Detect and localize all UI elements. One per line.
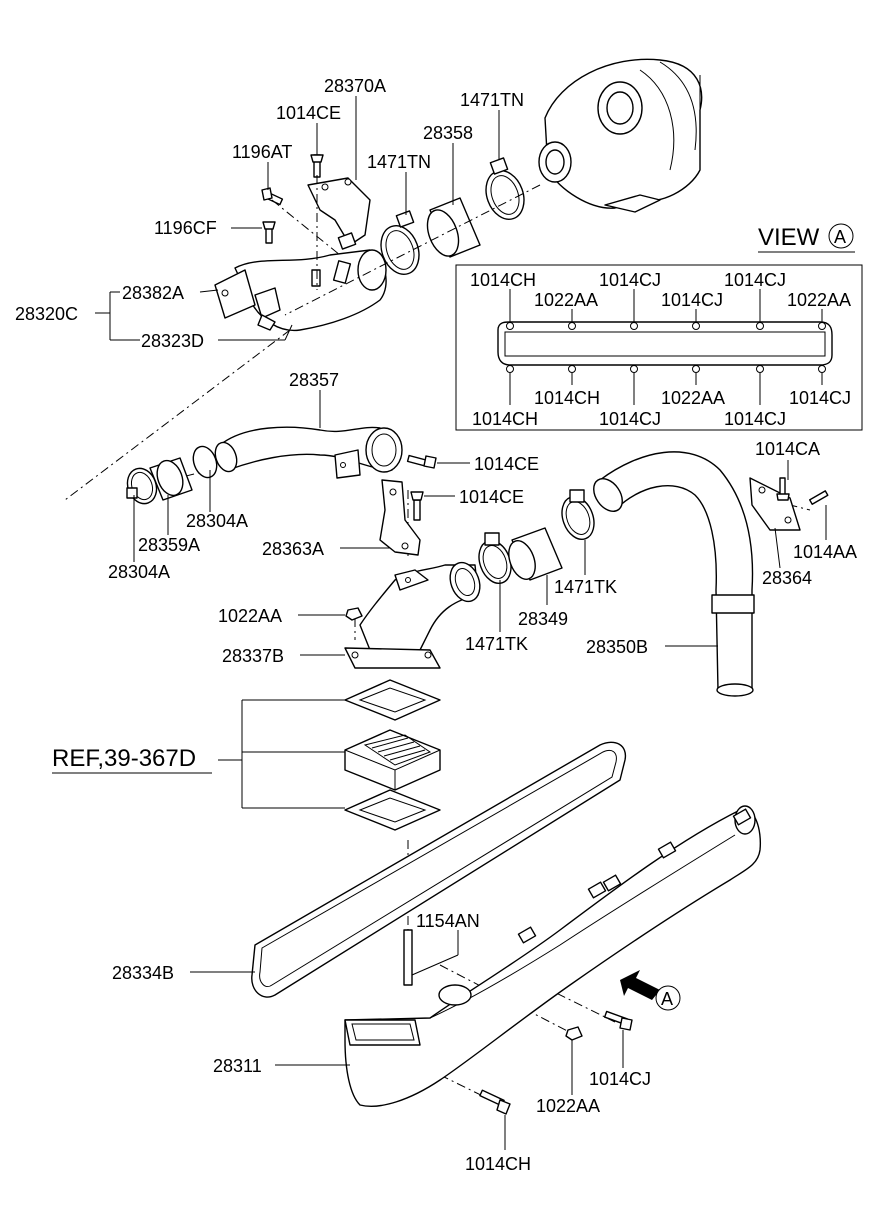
- elbow-28337B: [344, 489, 595, 669]
- view-title: VIEW: [758, 224, 820, 251]
- view-callout: 1014CJ: [599, 270, 661, 290]
- callout-1014CE: 1014CE: [459, 487, 524, 507]
- turbocharger: [538, 58, 703, 213]
- callout-1014AA: 1014AA: [793, 542, 857, 562]
- callout-28350B: 28350B: [586, 637, 648, 657]
- view-callout: 1014CJ: [724, 270, 786, 290]
- callout-28349: 28349: [518, 609, 568, 629]
- view-callout: 1014CH: [472, 409, 538, 429]
- view-callout: 1022AA: [787, 290, 851, 310]
- view-marker: A: [834, 227, 846, 247]
- view-callout: 1014CJ: [661, 290, 723, 310]
- manifold-gasket-28334B: [251, 741, 627, 998]
- intake-manifold-28311: [344, 805, 762, 1115]
- callout-28304A: 28304A: [108, 562, 170, 582]
- callout-1471TK: 1471TK: [465, 634, 528, 654]
- callout-28320C: 28320C: [15, 304, 78, 324]
- callout-28304A: 28304A: [186, 511, 248, 531]
- ref-label: REF,39-367D: [52, 745, 196, 772]
- callout-1014CA: 1014CA: [755, 439, 820, 459]
- view-a-holes: [506, 322, 826, 373]
- callout-1471TK: 1471TK: [554, 577, 617, 597]
- callout-1014CE: 1014CE: [474, 454, 539, 474]
- callout-28357: 28357: [289, 370, 339, 390]
- view-callout: 1014CH: [534, 388, 600, 408]
- callout-28323D: 28323D: [141, 331, 204, 351]
- view-callout: 1014CJ: [599, 409, 661, 429]
- callout-labels: 28370A 1014CE 1471TN 28358 1196AT 1471TN…: [15, 76, 857, 1174]
- view-arrow: [620, 970, 660, 1000]
- upper-intake-assembly: [214, 154, 525, 332]
- callout-1196CF: 1196CF: [154, 218, 217, 238]
- callout-1471TN: 1471TN: [460, 90, 524, 110]
- callout-28382A: 28382A: [122, 283, 184, 303]
- callout-28363A: 28363A: [262, 539, 324, 559]
- callout-1014CH: 1014CH: [465, 1154, 531, 1174]
- leader-lines: [52, 96, 827, 1150]
- callout-1471TN: 1471TN: [367, 152, 431, 172]
- view-marker-circle: [828, 223, 854, 249]
- view-callout: 1014CJ: [789, 388, 851, 408]
- intake-pipe-28357: [126, 426, 437, 556]
- centerlines: [64, 175, 811, 1103]
- callout-28334B: 28334B: [112, 963, 174, 983]
- callout-28358: 28358: [423, 123, 473, 143]
- callout-1014CJ: 1014CJ: [589, 1069, 651, 1089]
- callout-1154AN: 1154AN: [416, 911, 480, 931]
- arrow-marker-circle: [655, 985, 681, 1011]
- callout-1022AA: 1022AA: [218, 606, 282, 626]
- callout-28364: 28364: [762, 568, 812, 588]
- callout-28311: 28311: [213, 1056, 262, 1076]
- view-a-panel: [455, 251, 863, 431]
- callout-28370A: 28370A: [324, 76, 386, 96]
- callout-1022AA: 1022AA: [536, 1096, 600, 1116]
- callout-28359A: 28359A: [138, 535, 200, 555]
- callout-28337B: 28337B: [222, 646, 284, 666]
- intake-pipe-28350B: [593, 451, 829, 697]
- view-callout: 1014CJ: [724, 409, 786, 429]
- ref-module-stack: [344, 679, 441, 831]
- arrow-marker: A: [661, 989, 673, 1009]
- callout-1014CE: 1014CE: [276, 103, 341, 123]
- view-callout: 1022AA: [534, 290, 598, 310]
- view-callout: 1014CH: [470, 270, 536, 290]
- view-callout: 1022AA: [661, 388, 725, 408]
- callout-1196AT: 1196AT: [232, 142, 292, 162]
